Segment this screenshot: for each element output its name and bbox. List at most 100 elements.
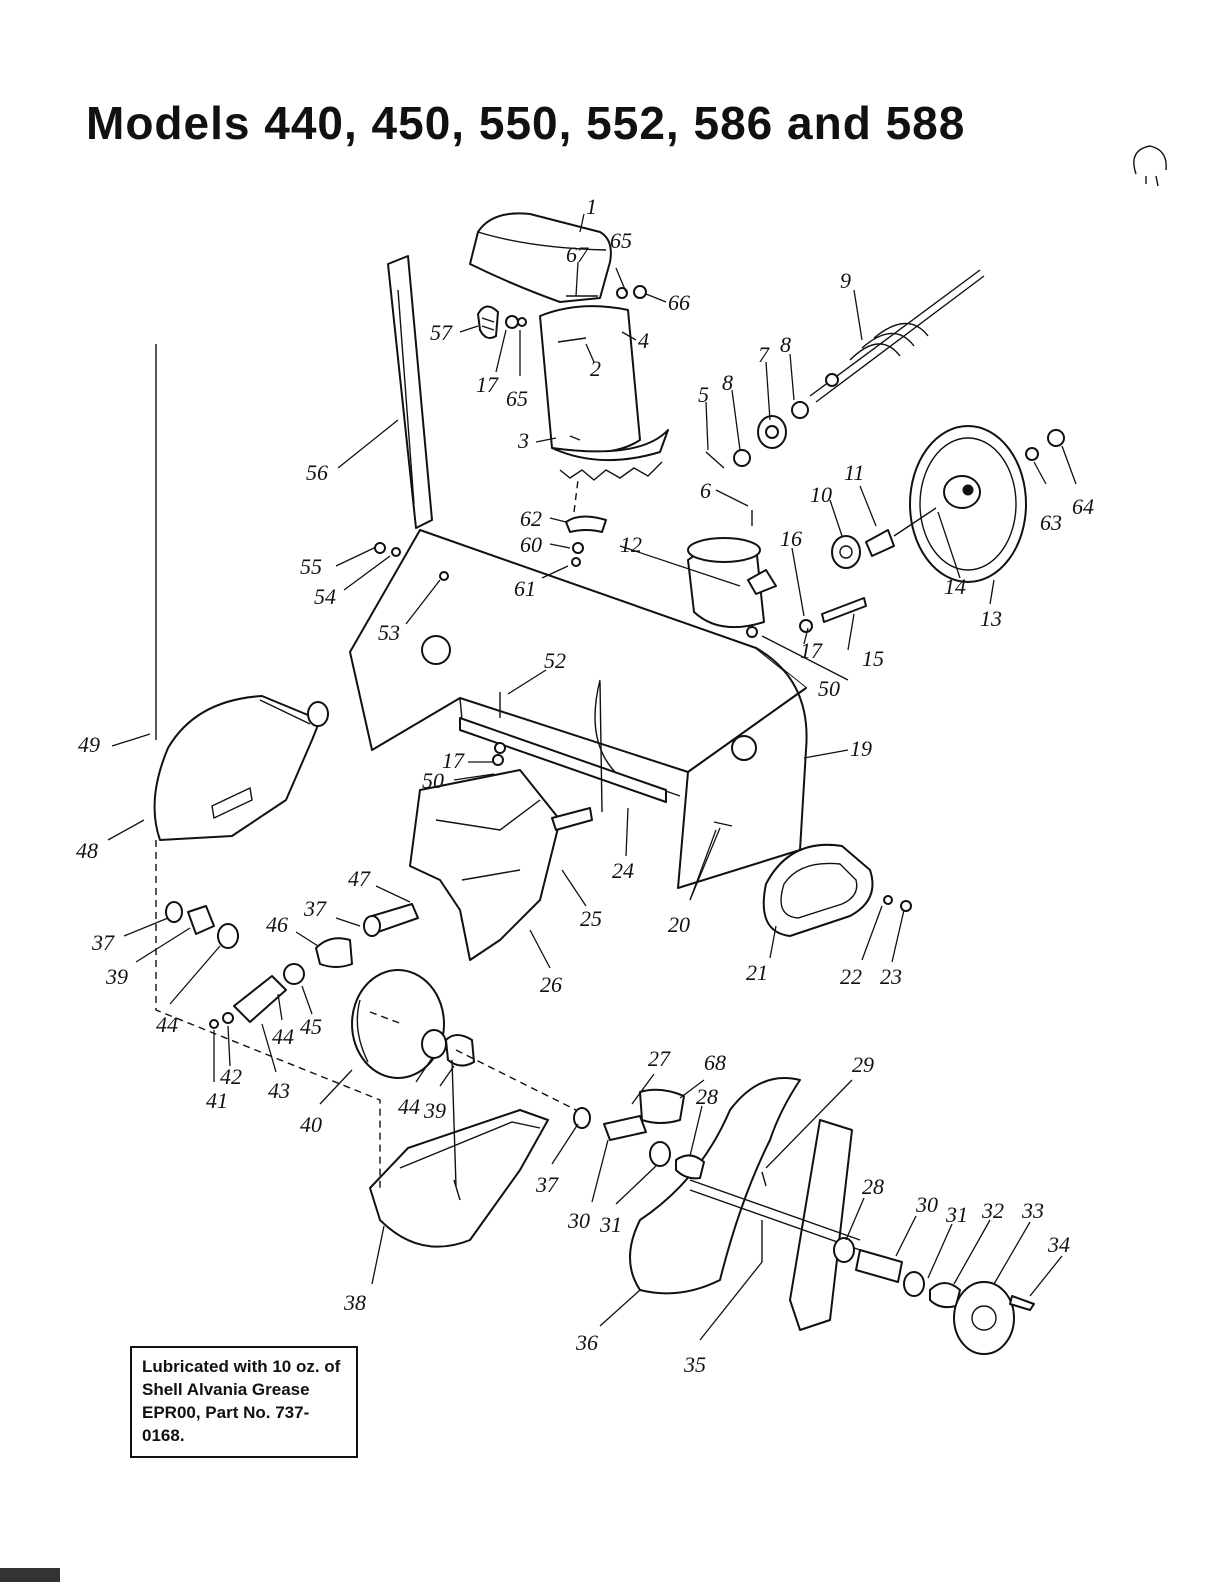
callout: 49 xyxy=(78,732,100,757)
gear-shaft-parts xyxy=(165,901,419,1029)
impeller xyxy=(409,769,593,961)
callout: 17 xyxy=(476,372,499,397)
callout: 60 xyxy=(520,532,542,557)
callout: 33 xyxy=(1021,1198,1044,1223)
callout: 21 xyxy=(746,960,768,985)
callout: 39 xyxy=(105,964,128,989)
chute-crank-handle xyxy=(477,305,499,339)
worm-gear xyxy=(351,969,475,1079)
callout: 17 xyxy=(442,748,465,773)
callout: 28 xyxy=(696,1084,718,1109)
callout: 53 xyxy=(378,620,400,645)
callout: 45 xyxy=(300,1014,322,1039)
housing-side-plate xyxy=(387,255,433,529)
callout: 15 xyxy=(862,646,884,671)
callout: 42 xyxy=(220,1064,242,1089)
callout: 48 xyxy=(76,838,98,863)
callout: 41 xyxy=(206,1088,228,1113)
callout: 28 xyxy=(862,1174,884,1199)
callout: 34 xyxy=(1047,1232,1070,1257)
callout: 65 xyxy=(610,228,632,253)
callout: 64 xyxy=(1072,494,1094,519)
callout: 67 xyxy=(566,242,589,267)
callout: 6 xyxy=(700,478,711,503)
assembly-line-1 xyxy=(155,840,381,1190)
assembly-line-6 xyxy=(451,1059,457,1187)
callout: 10 xyxy=(810,482,832,507)
callout: 62 xyxy=(520,506,542,531)
callout: 9 xyxy=(840,268,851,293)
callout: 50 xyxy=(422,768,444,793)
page-title: Models 440, 450, 550, 552, 586 and 588 xyxy=(86,97,966,149)
callout: 3 xyxy=(517,428,529,453)
callout: 32 xyxy=(981,1198,1004,1223)
lubrication-note: Lubricated with 10 oz. of Shell Alvania … xyxy=(130,1346,358,1458)
auger-spiral xyxy=(629,1077,861,1331)
callout: 36 xyxy=(575,1330,598,1355)
callout: 24 xyxy=(612,858,634,883)
callout: 31 xyxy=(599,1212,622,1237)
housing-hardware xyxy=(374,515,733,827)
assembly-line-5 xyxy=(599,681,603,813)
callout: 35 xyxy=(683,1352,706,1377)
callout: 16 xyxy=(780,526,802,551)
callout: 26 xyxy=(540,972,562,997)
callout: 22 xyxy=(840,964,862,989)
callout: 8 xyxy=(722,370,733,395)
shave-plate xyxy=(459,717,667,803)
page-mark-icon xyxy=(1133,145,1167,187)
gear-case xyxy=(369,1109,549,1248)
callout: 66 xyxy=(668,290,690,315)
callout: 14 xyxy=(944,574,966,599)
assembly-line-4 xyxy=(369,1011,403,1025)
callout: 54 xyxy=(314,584,336,609)
callout: 17 xyxy=(800,638,823,663)
callout: 44 xyxy=(272,1024,294,1049)
idler-bracket xyxy=(746,569,867,638)
callout-labels: 1 67 65 66 57 17 65 4 2 3 9 8 7 5 8 6 11… xyxy=(76,194,1094,1377)
corner-mark xyxy=(0,1568,60,1582)
assembly-line-2 xyxy=(573,479,579,513)
assembly-line-3 xyxy=(455,1049,577,1111)
callout: 39 xyxy=(423,1098,446,1123)
callout: 30 xyxy=(567,1208,590,1233)
callout: 13 xyxy=(980,606,1002,631)
pulley-bearing xyxy=(831,429,1065,569)
callout: 25 xyxy=(580,906,602,931)
callout: 38 xyxy=(343,1290,366,1315)
callout: 44 xyxy=(398,1094,420,1119)
callout: 63 xyxy=(1040,510,1062,535)
callout: 37 xyxy=(535,1172,559,1197)
callout: 29 xyxy=(852,1052,874,1077)
chute-deflector xyxy=(469,212,612,303)
callout: 5 xyxy=(698,382,709,407)
callout: 23 xyxy=(880,964,902,989)
callout: 52 xyxy=(544,648,566,673)
drive-pulley xyxy=(909,425,1027,583)
callout: 8 xyxy=(780,332,791,357)
auger-shaft-parts xyxy=(573,1088,1035,1355)
callout: 27 xyxy=(648,1046,671,1071)
callout: 37 xyxy=(91,930,115,955)
callout: 30 xyxy=(915,1192,938,1217)
callout: 7 xyxy=(758,342,770,367)
callout: 31 xyxy=(945,1202,968,1227)
callout: 4 xyxy=(638,328,649,353)
callout: 47 xyxy=(348,866,371,891)
callout: 55 xyxy=(300,554,322,579)
leader-lines xyxy=(107,213,1077,1341)
callout: 2 xyxy=(590,356,601,381)
gear-case-cover xyxy=(153,344,329,841)
callout: 1 xyxy=(586,194,597,219)
callout: 20 xyxy=(668,912,690,937)
callout: 12 xyxy=(620,532,642,557)
callout: 56 xyxy=(306,460,328,485)
callout: 57 xyxy=(430,320,453,345)
auger-housing xyxy=(349,529,808,889)
bearing-and-washers xyxy=(705,401,809,526)
callout: 65 xyxy=(506,386,528,411)
callout: 40 xyxy=(300,1112,322,1137)
callout: 19 xyxy=(850,736,872,761)
callout: 44 xyxy=(156,1012,178,1037)
